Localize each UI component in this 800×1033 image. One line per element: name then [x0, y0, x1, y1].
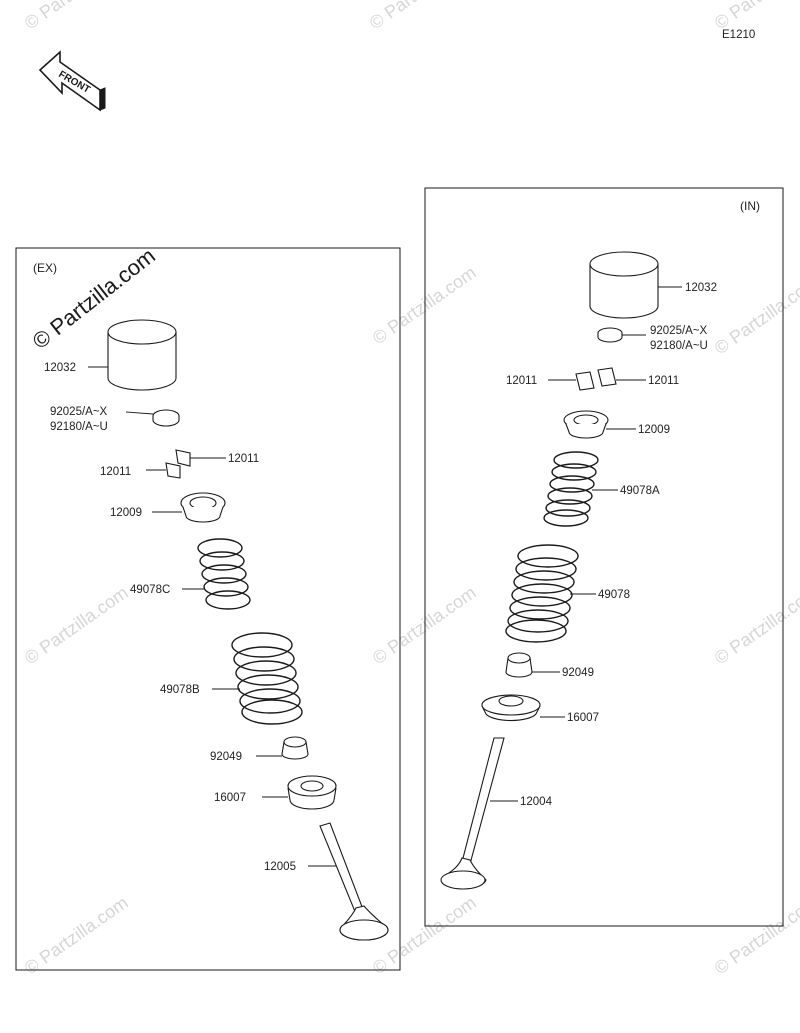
ex-panel: (EX) 12032 92025/A~X 92180/A~U 12011 120…	[15, 247, 401, 971]
ex-spring-inner-part	[197, 538, 251, 610]
in-panel: (IN) 12032 92025/A~X 92180/A~U 12011 120…	[424, 187, 784, 927]
in-label-spring-inner: 49078A	[620, 485, 660, 497]
watermark: © Partzilla.com	[711, 892, 800, 978]
ex-label-lifter: 12032	[44, 362, 76, 374]
ex-label-spring-inner: 49078C	[130, 584, 170, 596]
in-label-retainer: 12009	[638, 424, 670, 436]
in-label-cotter-right: 12011	[648, 375, 679, 387]
in-label-shim-a: 92025/A~X	[650, 325, 708, 337]
ex-label-spring-outer: 49078B	[160, 684, 200, 696]
in-lifter-part	[589, 251, 659, 319]
in-valve-part	[440, 737, 505, 890]
ex-lifter-part	[107, 319, 177, 391]
watermark: © Partzilla.com	[369, 582, 480, 668]
ex-label-seal: 92049	[210, 751, 242, 763]
ex-label-seat: 16007	[214, 792, 246, 804]
ex-retainer-part	[180, 492, 226, 523]
ex-label-shim-b: 92180/A~U	[50, 421, 108, 433]
ex-spring-outer-part	[231, 632, 303, 725]
ex-panel-border	[15, 247, 401, 971]
in-label-spring-outer: 49078	[598, 589, 630, 601]
watermark: © Partzilla.com	[21, 0, 132, 33]
in-seat-part	[481, 694, 541, 722]
front-arrow-icon: FRONT	[38, 50, 106, 112]
in-seal-part	[505, 652, 533, 678]
watermark: © Partzilla.com	[369, 262, 480, 348]
in-shim-part	[597, 327, 623, 343]
in-label-valve: 12004	[520, 796, 553, 808]
watermark: © Partzilla.com	[369, 892, 480, 978]
in-spring-inner-part	[543, 451, 599, 527]
watermark: © Partzilla.com	[21, 582, 132, 668]
in-panel-border	[424, 187, 784, 927]
ex-seat-part	[287, 775, 337, 810]
watermarks: © Partzilla.com © Partzilla.com © Partzi…	[21, 0, 800, 978]
ex-panel-label: (EX)	[33, 261, 57, 275]
ex-label-cotter-right: 12011	[228, 453, 259, 465]
in-label-seal: 92049	[562, 667, 594, 679]
in-retainer-part	[563, 410, 609, 439]
watermark: © Partzilla.com	[366, 0, 477, 33]
diagram-code: E1210	[722, 29, 755, 41]
in-label-seat: 16007	[567, 712, 599, 724]
watermark: © Partzilla.com	[711, 272, 800, 358]
in-label-shim-b: 92180/A~U	[650, 340, 708, 352]
ex-cotter-part	[165, 449, 191, 479]
in-panel-label: (IN)	[740, 199, 760, 213]
ex-valve-part	[319, 822, 389, 941]
ex-label-valve: 12005	[264, 861, 296, 873]
in-label-cotter-left: 12011	[506, 375, 537, 387]
ex-label-cotter-left: 12011	[100, 466, 131, 478]
in-cotter-part	[575, 367, 617, 391]
watermark: © Partzilla.com	[21, 892, 132, 978]
in-label-lifter: 12032	[685, 282, 717, 294]
watermark: © Partzilla.com	[711, 582, 800, 668]
ex-shim-part	[152, 409, 180, 427]
ex-label-retainer: 12009	[110, 507, 142, 519]
ex-seal-part	[281, 736, 309, 760]
in-spring-outer-part	[505, 544, 579, 643]
ex-label-shim-a: 92025/A~X	[50, 406, 108, 418]
